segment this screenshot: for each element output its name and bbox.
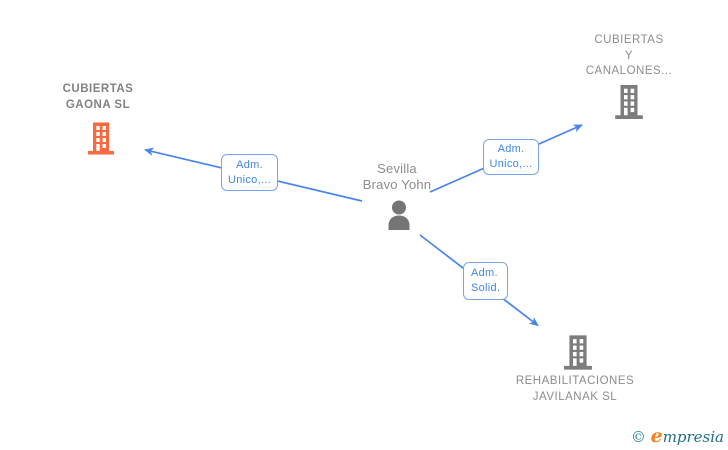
edge-label-adm-unico-1[interactable]: Adm. Unico,...	[221, 154, 278, 191]
empresia-logo-e: e	[650, 425, 663, 447]
empresia-logo-rest: mpresia	[662, 428, 724, 446]
empresia-watermark[interactable]: © empresia	[631, 425, 724, 447]
node-label-cubiertas-gaona: CUBIERTAS GAONA SL	[62, 83, 134, 111]
node-label-person: Sevilla Bravo Yohn	[362, 161, 432, 192]
building-icon	[614, 85, 644, 119]
person-icon	[384, 200, 414, 230]
edge-label-adm-unico-2[interactable]: Adm. Unico,...	[483, 139, 539, 175]
empresia-logo-text: empresia	[650, 425, 724, 447]
building-icon	[87, 122, 115, 155]
edge-label-adm-solid[interactable]: Adm. Solid.	[463, 262, 508, 300]
node-label-cubiertas-canalones: CUBIERTAS Y CANALONES...	[585, 34, 673, 77]
building-icon	[563, 335, 593, 370]
copyright-symbol: ©	[630, 428, 646, 446]
node-label-rehabilitaciones: REHABILITACIONES JAVILANAK SL	[515, 375, 635, 403]
